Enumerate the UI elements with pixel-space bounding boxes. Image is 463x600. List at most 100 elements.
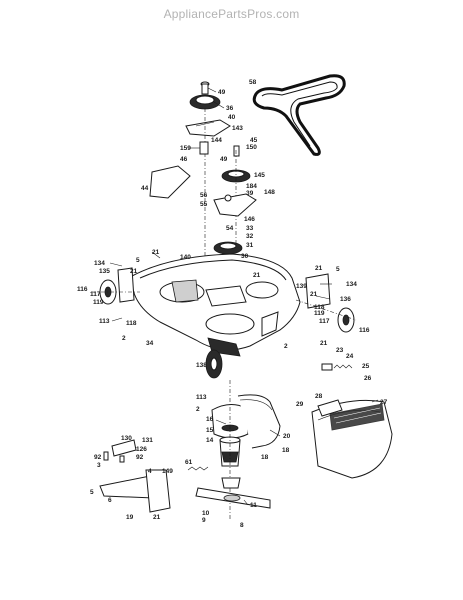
spring-61: [187, 466, 209, 471]
callout-9: 9: [202, 517, 206, 524]
callout-118a: 118: [126, 320, 137, 327]
callout-39: 39: [246, 190, 254, 197]
callout-32: 32: [246, 233, 254, 240]
callout-2c: 2: [196, 406, 200, 413]
callout-119b: 119: [314, 310, 325, 317]
callout-36: 36: [226, 105, 234, 112]
callout-25: 25: [362, 363, 370, 370]
callout-29: 29: [296, 401, 304, 408]
callout-3: 3: [97, 462, 101, 469]
baffle-20: [237, 394, 281, 449]
callout-148: 148: [264, 189, 275, 196]
mandrel-pulley-31: [213, 241, 243, 255]
callout-34: 34: [146, 340, 154, 347]
callout-15: 15: [206, 427, 214, 434]
callout-140: 140: [180, 254, 191, 261]
callout-14: 14: [206, 437, 214, 444]
callout-136a: 136: [340, 296, 351, 303]
chute-bracket-23: [321, 363, 333, 371]
callout-45: 45: [250, 137, 258, 144]
callout-23: 23: [336, 347, 344, 354]
callout-21e: 21: [310, 291, 318, 298]
callout-54: 54: [226, 225, 234, 232]
callout-21b: 21: [130, 268, 138, 275]
callout-49: 49: [218, 89, 226, 96]
bolt-159: [199, 141, 209, 155]
callout-26: 26: [364, 375, 372, 382]
callout-40: 40: [228, 114, 236, 121]
callout-4: 4: [148, 468, 152, 475]
callout-19: 19: [126, 514, 134, 521]
callout-28: 28: [315, 393, 323, 400]
belt: [252, 74, 346, 156]
deck-wheel-138: [205, 349, 223, 379]
bracket-4: [145, 469, 171, 513]
gauge-wheel-left: [92, 267, 140, 305]
callout-138: 138: [196, 362, 207, 369]
callout-126: 126: [136, 446, 147, 453]
callout-5a: 5: [136, 257, 140, 264]
callout-143: 143: [232, 125, 243, 132]
bracket-143: [185, 119, 231, 137]
callout-27: 27: [380, 399, 388, 406]
callout-117b: 117: [319, 318, 330, 325]
callout-44: 44: [141, 185, 149, 192]
callout-5c: 5: [90, 489, 94, 496]
callout-8: 8: [240, 522, 244, 529]
callout-92a: 92: [94, 454, 102, 461]
watermark: AppliancePartsPros.com: [163, 7, 300, 21]
callout-11: 11: [250, 502, 257, 509]
callout-117a: 117: [90, 291, 101, 298]
callout-149: 149: [162, 468, 173, 475]
callout-116a: 116: [77, 286, 88, 293]
discharge-chute: [311, 399, 393, 479]
callout-33: 33: [246, 225, 254, 232]
callout-2b: 2: [284, 343, 288, 350]
callout-130: 130: [121, 435, 132, 442]
callout-49b: 49: [220, 156, 228, 163]
callout-55: 55: [200, 201, 208, 208]
callout-145: 145: [254, 172, 265, 179]
callout-21c: 21: [253, 272, 261, 279]
callout-113b: 113: [196, 394, 207, 401]
callout-116b: 116: [359, 327, 370, 334]
blade: [195, 487, 271, 509]
callout-146: 146: [244, 216, 255, 223]
callout-20: 20: [283, 433, 291, 440]
callout-113a: 113: [99, 318, 110, 325]
callout-18a: 18: [282, 447, 290, 454]
callout-159: 159: [180, 145, 191, 152]
callout-21f: 21: [320, 340, 328, 347]
callout-119a: 119: [93, 299, 104, 306]
callout-31: 31: [246, 242, 254, 249]
idler-arm: [213, 193, 257, 217]
callout-144: 144: [211, 137, 222, 144]
callout-21d: 21: [315, 265, 323, 272]
gauge-wheel-right: [295, 273, 357, 333]
callout-labels: 58 49 36 40 143 144 159 45 150 46 49 145…: [77, 79, 388, 529]
callout-131: 131: [142, 437, 153, 444]
callout-56: 56: [200, 192, 208, 199]
callout-135: 135: [99, 268, 110, 275]
callout-2a: 2: [122, 335, 126, 342]
callout-5b: 5: [336, 266, 340, 273]
callout-6: 6: [108, 497, 112, 504]
callout-139: 139: [296, 283, 307, 290]
callout-61: 61: [185, 459, 193, 466]
callout-10: 10: [202, 510, 210, 517]
callout-16: 16: [206, 416, 214, 423]
callout-24: 24: [346, 353, 354, 360]
callout-118b: 118: [314, 304, 325, 311]
callout-150: 150: [246, 144, 257, 151]
callout-134b: 134: [346, 281, 357, 288]
callout-46: 46: [180, 156, 188, 163]
callout-30: 30: [241, 253, 249, 260]
callout-58: 58: [249, 79, 257, 86]
callout-92b: 92: [136, 454, 144, 461]
spindle-housing: [211, 404, 249, 467]
callout-21a: 21: [152, 249, 160, 256]
deck-housing: [131, 253, 301, 357]
blade-adapter: [221, 477, 241, 489]
idler-pulley-upper: [189, 81, 221, 110]
